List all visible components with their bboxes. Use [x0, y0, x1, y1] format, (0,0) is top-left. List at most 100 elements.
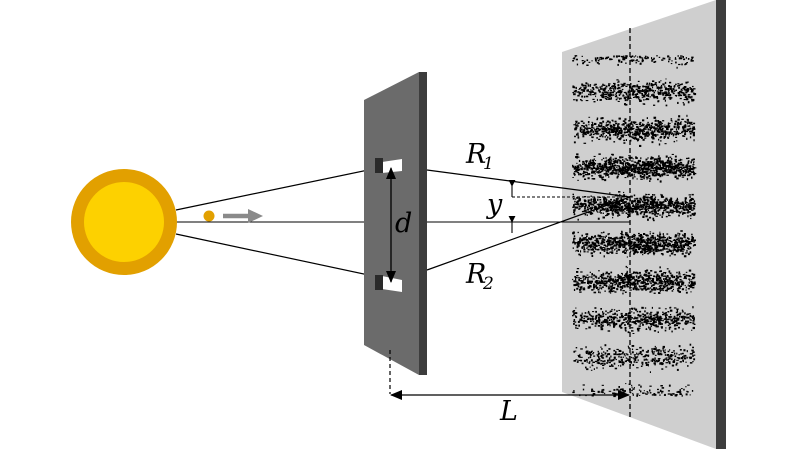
fringe-dot [622, 95, 625, 97]
fringe-dot [662, 204, 665, 206]
fringe-dot [662, 349, 664, 351]
fringe-dot [658, 317, 661, 319]
fringe-dot [666, 133, 668, 135]
fringe-dot [656, 127, 659, 129]
fringe-dot [686, 204, 688, 206]
fringe-dot [623, 160, 626, 163]
fringe-dot [644, 319, 646, 322]
fringe-dot [630, 123, 633, 125]
fringe-dot [646, 283, 648, 285]
fringe-dot [658, 287, 661, 290]
fringe-dot [682, 281, 685, 284]
fringe-dot [596, 355, 599, 357]
fringe-dot [609, 192, 611, 194]
fringe-dot [584, 320, 586, 322]
fringe-dot [619, 156, 622, 159]
fringe-dot [685, 393, 688, 396]
fringe-dot [680, 245, 683, 247]
fringe-dot [659, 128, 662, 131]
fringe-dot [661, 201, 663, 204]
fringe-dot [614, 157, 617, 159]
fringe-dot [660, 84, 662, 87]
fringe-dot [669, 160, 672, 162]
fringe-dot [644, 164, 647, 166]
fringe-dot [636, 133, 639, 136]
fringe-dot [669, 306, 671, 309]
fringe-dot [642, 176, 645, 178]
fringe-dot [672, 172, 675, 174]
fringe-dot [614, 120, 617, 123]
fringe-dot [614, 172, 616, 175]
fringe-dot [659, 126, 662, 128]
fringe-dot [608, 361, 611, 364]
fringe-dot [605, 128, 608, 130]
fringe-dot [614, 240, 616, 243]
fringe-dot [687, 384, 690, 386]
fringe-dot [593, 236, 595, 239]
fringe-dot [625, 126, 627, 129]
fringe-dot [624, 317, 627, 319]
fringe-dot [638, 389, 641, 391]
fringe-dot [601, 354, 605, 356]
fringe-dot [638, 271, 641, 274]
fringe-dot [643, 103, 646, 105]
fringe-dot [602, 92, 605, 95]
fringe-dot [592, 278, 595, 280]
fringe-dot [645, 173, 649, 176]
fringe-dot [579, 314, 583, 317]
fringe-dot [579, 359, 581, 361]
fringe-dot [619, 159, 622, 162]
fringe-dot [658, 168, 661, 170]
fringe-dot [651, 358, 655, 361]
fringe-dot [663, 244, 666, 247]
fringe-dot [686, 322, 689, 324]
fringe-dot [684, 206, 687, 209]
fringe-dot [654, 246, 656, 249]
fringe-dot [657, 201, 659, 204]
fringe-dot [670, 63, 673, 65]
fringe-dot [606, 202, 608, 204]
fringe-dot [641, 92, 643, 95]
fringe-dot [599, 284, 602, 287]
fringe-dot [606, 124, 609, 127]
fringe-dot [687, 320, 690, 323]
fringe-dot [652, 250, 655, 252]
fringe-dot [587, 248, 590, 251]
fringe-dot [633, 283, 637, 286]
fringe-dot [652, 314, 655, 317]
fringe-dot [637, 169, 640, 171]
fringe-dot [672, 173, 675, 175]
fringe-dot [682, 240, 685, 242]
fringe-dot [599, 201, 602, 203]
fringe-dot [638, 384, 641, 386]
fringe-dot [662, 125, 664, 127]
fringe-dot [575, 242, 578, 244]
fringe-dot [667, 356, 670, 358]
fringe-dot [628, 239, 630, 241]
fringe-dot [630, 83, 632, 85]
fringe-dot [688, 275, 692, 278]
fringe-dot [630, 276, 633, 278]
fringe-dot [598, 168, 601, 170]
fringe-dot [628, 280, 631, 283]
fringe-dot [613, 237, 615, 240]
fringe-dot [682, 212, 684, 215]
fringe-dot [598, 321, 601, 323]
fringe-dot [687, 204, 690, 206]
fringe-dot [618, 213, 620, 216]
fringe-dot [624, 126, 627, 128]
fringe-dot [647, 124, 650, 127]
fringe-dot [692, 283, 694, 285]
fringe-dot [610, 315, 613, 318]
fringe-dot [573, 124, 576, 126]
fringe-dot [614, 133, 617, 135]
fringe-dot [643, 252, 646, 254]
fringe-dot [609, 166, 611, 168]
fringe-dot [608, 202, 610, 205]
fringe-dot [687, 215, 689, 218]
fringe-dot [625, 357, 628, 359]
fringe-dot [640, 62, 642, 65]
fringe-dot [652, 219, 655, 222]
fringe-dot [612, 210, 615, 212]
fringe-dot [668, 164, 672, 166]
